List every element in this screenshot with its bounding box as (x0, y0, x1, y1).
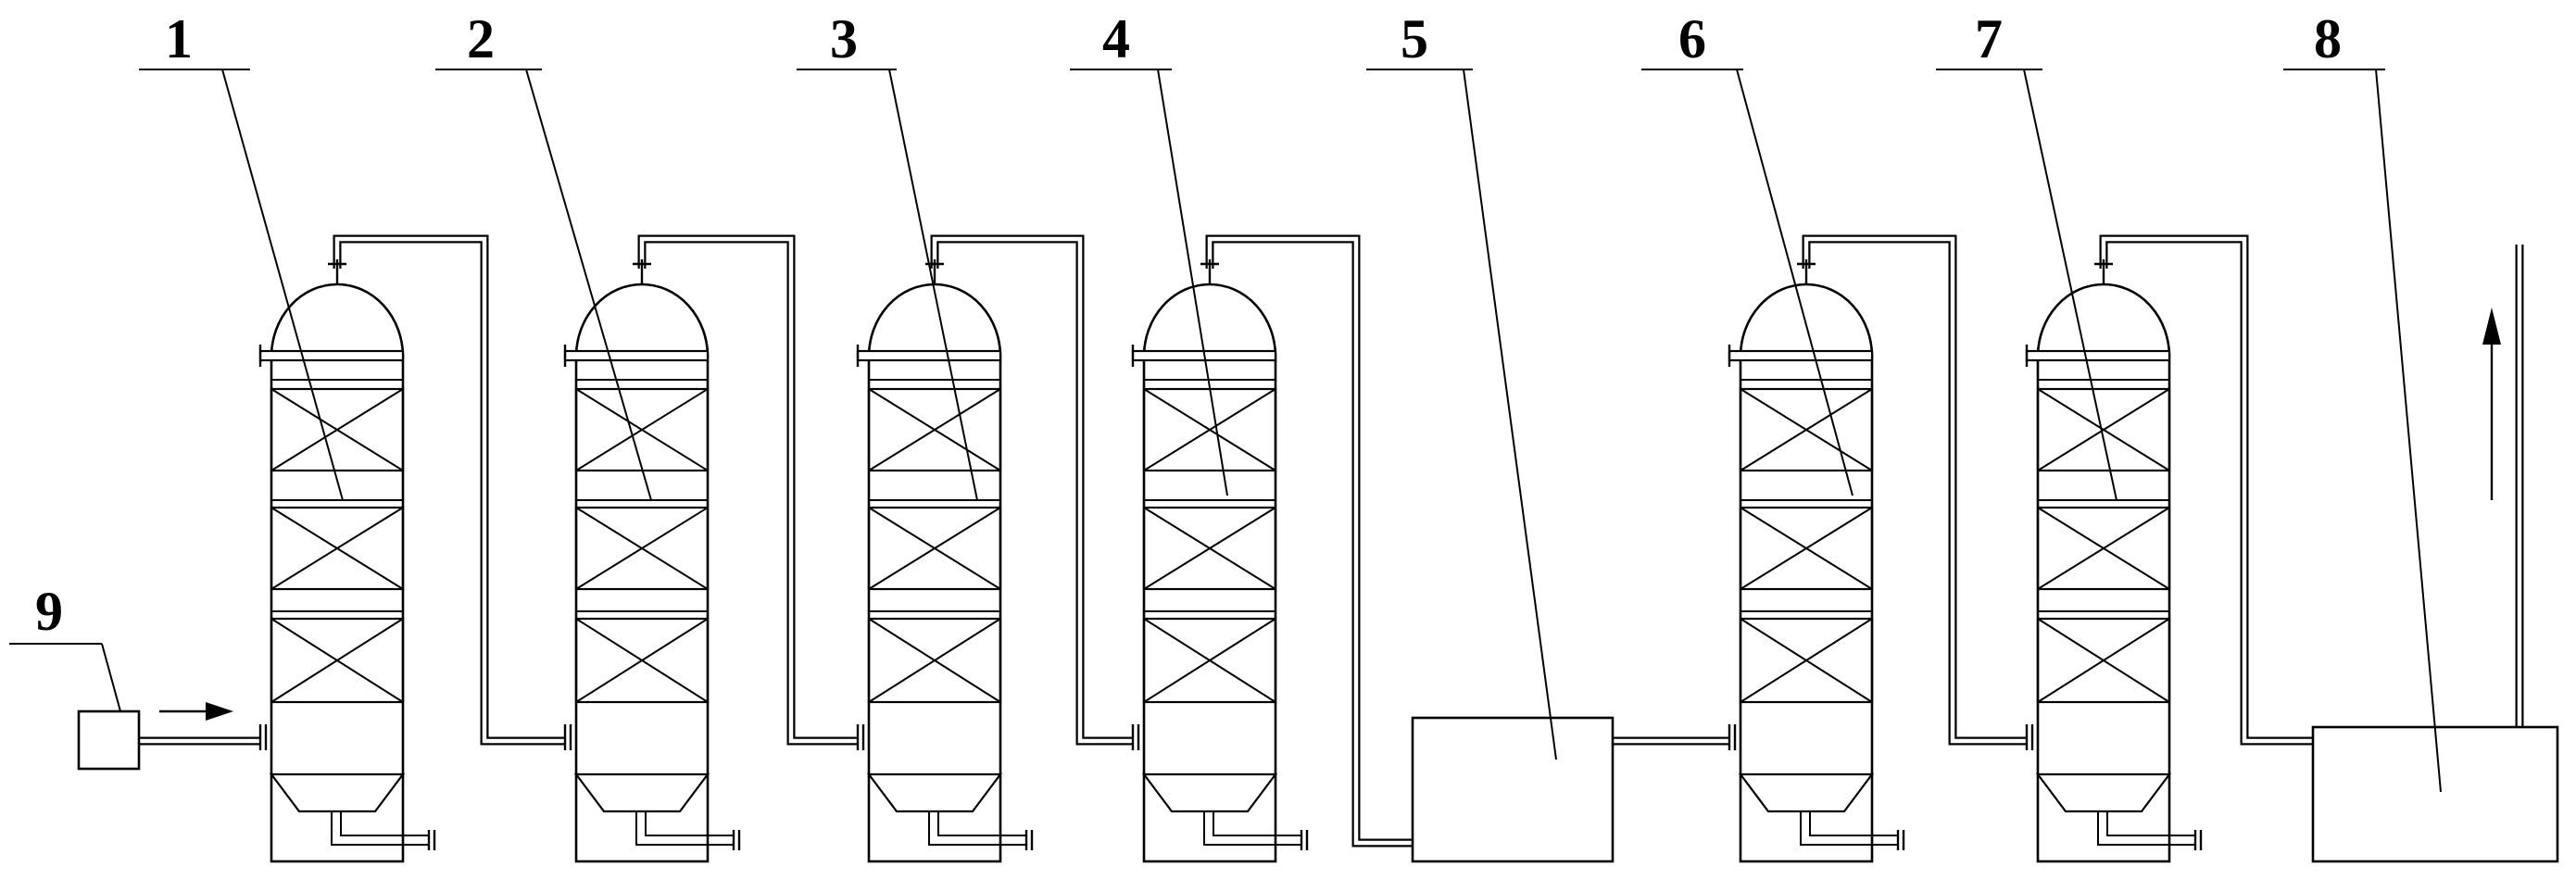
bottom-hopper (269, 772, 406, 813)
equipment-units (77, 259, 2559, 863)
pipe-6-to-7 (1802, 234, 2027, 746)
packing-section (2036, 617, 2171, 704)
pipe-1-to-2 (333, 234, 565, 746)
drain-pipe (1203, 811, 1301, 846)
leader-1 (139, 69, 344, 501)
connecting-pipes (139, 234, 2524, 848)
leader-9 (9, 643, 121, 712)
packing-section (270, 617, 405, 704)
packing-section (270, 506, 405, 591)
flow-arrow-right (159, 702, 233, 721)
pipe-2-to-3 (637, 234, 858, 746)
column-3 (856, 259, 1034, 863)
packing-section (867, 506, 1002, 591)
column-2 (563, 259, 741, 863)
drain-pipe (1800, 811, 1898, 846)
leader-6 (1641, 69, 1853, 496)
top-flange (1728, 349, 1874, 362)
drain-pipe (2097, 811, 2195, 846)
pipe-7-to-8 (2099, 234, 2313, 746)
leader-lines (9, 69, 2442, 793)
column-4 (1131, 259, 1309, 863)
column-dome (2036, 283, 2171, 358)
top-flange (258, 349, 405, 362)
drain-pipe (331, 811, 429, 846)
column-dome (574, 283, 710, 358)
leader-4 (1070, 69, 1228, 496)
column-dome (270, 283, 405, 358)
label-4: 4 (1102, 8, 1130, 69)
column-1 (258, 259, 436, 863)
packing-section (2036, 506, 2171, 591)
label-7: 7 (1975, 8, 2003, 69)
top-flange (563, 349, 710, 362)
tank-5 (1411, 716, 1615, 863)
packing-section (1142, 617, 1277, 704)
pipe-3-to-4 (930, 234, 1133, 746)
bottom-hopper (2035, 772, 2172, 813)
leader-3 (797, 69, 978, 501)
packing-section (867, 617, 1002, 704)
column-dome (1739, 283, 1874, 358)
source-box-9 (77, 709, 141, 771)
label-2: 2 (467, 8, 495, 69)
column-dome (1142, 283, 1277, 358)
packing-section (1739, 506, 1874, 591)
top-flange (2025, 349, 2171, 362)
leader-5 (1366, 69, 1557, 760)
packing-section (574, 617, 710, 704)
label-1: 1 (165, 8, 193, 69)
tank-8 (2311, 725, 2559, 863)
packing-section (1739, 617, 1874, 704)
reference-labels: 1 2 3 4 5 6 7 8 9 (35, 8, 2342, 642)
packing-section (1142, 506, 1277, 591)
label-3: 3 (830, 8, 858, 69)
pipe-4-to-5 (1205, 234, 1413, 848)
leader-7 (1936, 69, 2117, 501)
label-8: 8 (2314, 8, 2342, 69)
bottom-hopper (866, 772, 1003, 813)
label-5: 5 (1401, 8, 1428, 69)
leader-2 (435, 69, 652, 501)
bottom-hopper (1141, 772, 1278, 813)
bottom-hopper (1738, 772, 1875, 813)
packing-section (574, 506, 710, 591)
drain-pipe (635, 811, 734, 846)
label-9: 9 (35, 581, 63, 642)
flow-arrow-up (2482, 308, 2501, 500)
column-5 (1728, 259, 1905, 863)
column-6 (2025, 259, 2203, 863)
leader-8 (2283, 69, 2442, 793)
drain-pipe (928, 811, 1026, 846)
bottom-hopper (573, 772, 710, 813)
top-flange (856, 349, 1002, 362)
label-6: 6 (1678, 8, 1706, 69)
